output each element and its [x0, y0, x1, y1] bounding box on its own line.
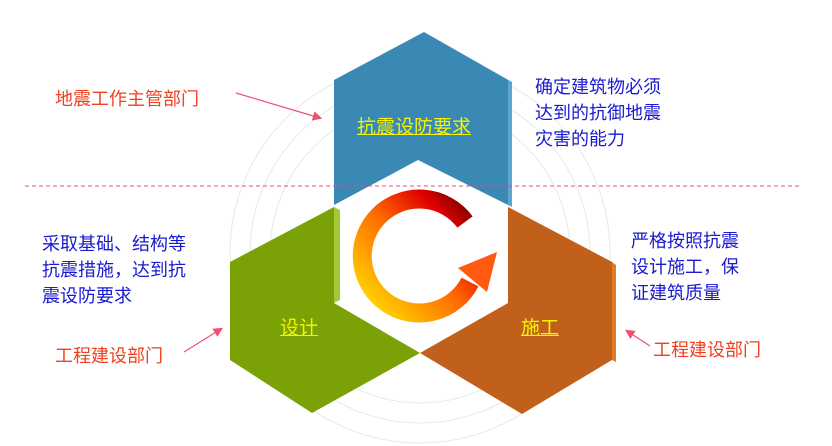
left-hex-label: 设计	[280, 317, 319, 339]
pointer-arrow-left	[183, 327, 224, 353]
desc-line: 震设防要求	[42, 286, 132, 307]
desc-line: 严格按照抗震	[631, 231, 739, 252]
right-hexagon	[420, 207, 616, 414]
right-dept: 工程建设部门	[653, 340, 761, 361]
desc-line: 达到的抗御地震	[535, 103, 661, 124]
top-hexagon	[334, 32, 512, 207]
right-hex-label: 施工	[521, 317, 560, 339]
desc-line: 灾害的能力	[535, 129, 625, 150]
desc-line: 采取基础、结构等	[42, 234, 186, 255]
left-dept: 工程建设部门	[55, 346, 163, 367]
right-desc: 严格按照抗震 设计施工，保 证建筑质量	[631, 229, 739, 307]
top-left-dept: 地震工作主管部门	[55, 89, 199, 110]
desc-line: 证建筑质量	[631, 283, 721, 304]
top-right-desc: 确定建筑物必须 达到的抗御地震 灾害的能力	[535, 75, 661, 153]
desc-line: 确定建筑物必须	[535, 77, 661, 98]
desc-line: 设计施工，保	[631, 257, 739, 278]
circular-arrow-icon	[352, 189, 497, 323]
top-hex-label: 抗震设防要求	[357, 116, 472, 138]
pointer-arrow-right	[624, 329, 651, 347]
left-desc: 采取基础、结构等 抗震措施，达到抗 震设防要求	[42, 232, 186, 310]
pointer-arrow-top	[235, 92, 323, 121]
left-hexagon	[230, 207, 420, 413]
desc-line: 抗震措施，达到抗	[42, 260, 186, 281]
